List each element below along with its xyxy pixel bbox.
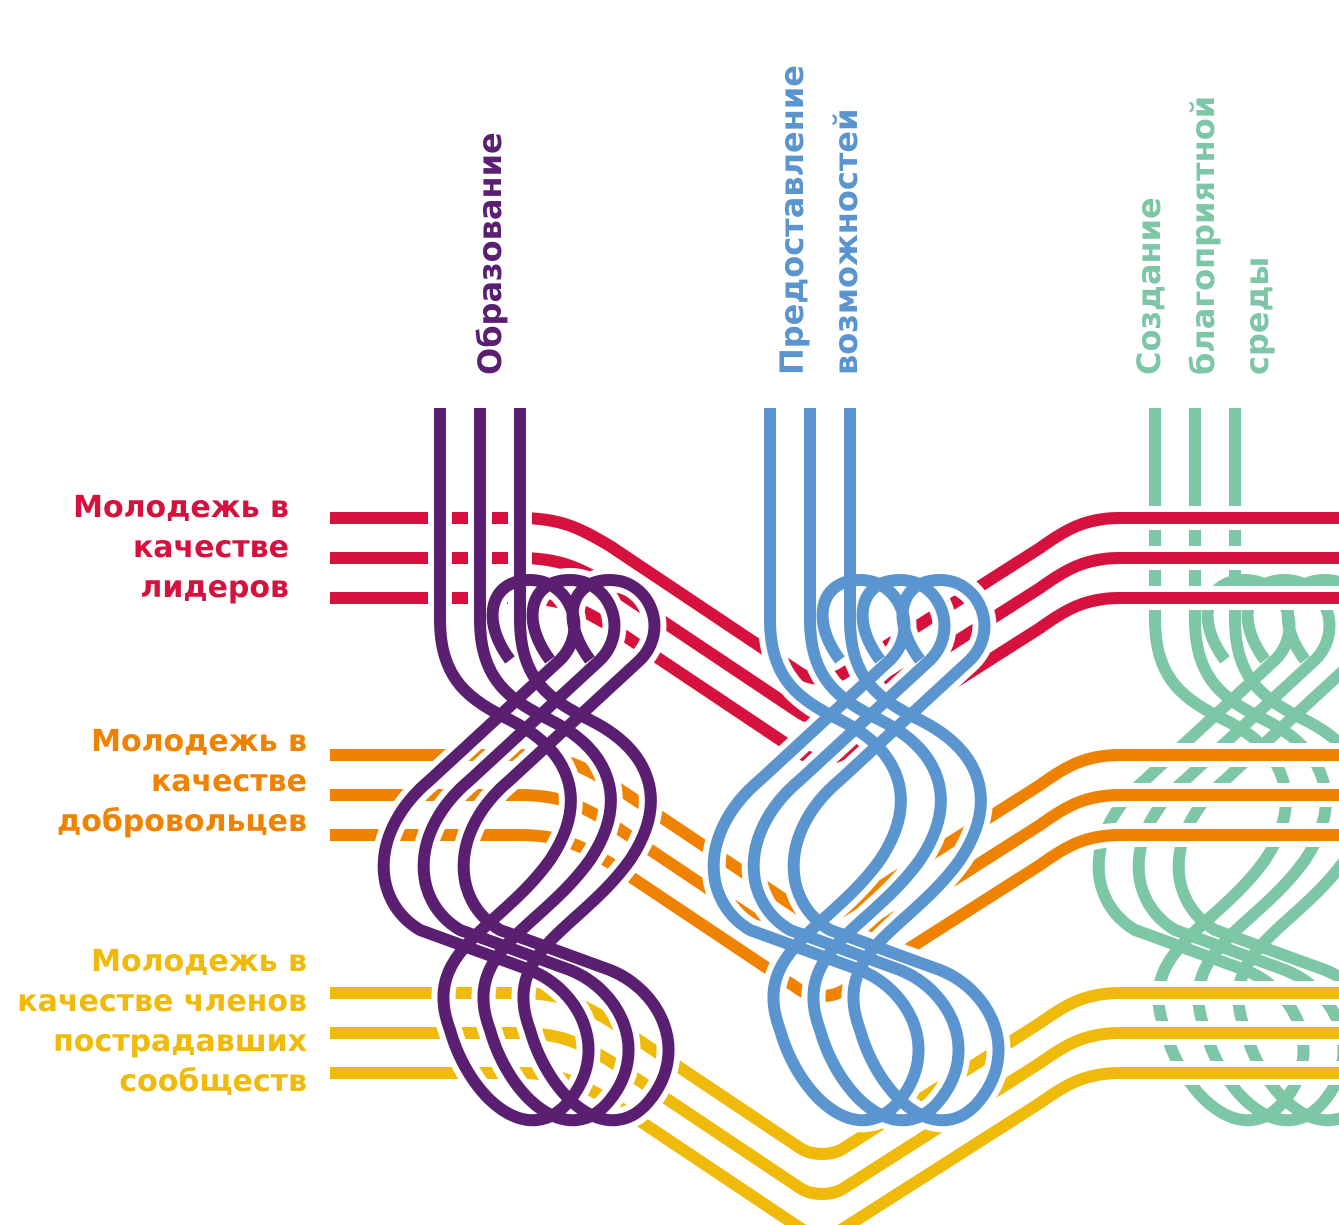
row-band-communities-strand-2 — [330, 1027, 1339, 1200]
row-label-line: лидеров — [140, 570, 289, 605]
column-label-opportunities: Предоставление возможностей — [765, 65, 873, 375]
row-label-line: качестве — [150, 764, 307, 799]
row-label-line: пострадавших — [53, 1024, 307, 1059]
column-label-line: возможностей — [827, 108, 865, 375]
row-label-line: Молодежь в — [91, 944, 307, 979]
column-label-line: Предоставление — [773, 65, 811, 375]
row-label-line: добровольцев — [57, 804, 307, 839]
column-band-education-strand-3 — [457, 408, 675, 1127]
column-label-education: Образование — [463, 132, 517, 375]
column-label-environment: Создание благоприятной среды — [1122, 96, 1284, 375]
column-label-line: благоприятной — [1184, 95, 1222, 375]
row-label-line: качестве — [132, 530, 289, 565]
row-label-line: сообществ — [119, 1064, 307, 1099]
row-label-communities: Молодежь в качестве членов пострадавших … — [17, 942, 307, 1102]
row-label-line: Молодежь в — [91, 724, 307, 759]
column-band-education-strand-2 — [417, 408, 635, 1127]
row-label-line: Молодежь в — [73, 490, 289, 525]
column-band-opportunities-strand-2 — [747, 408, 965, 1127]
column-band-opportunities-strand-3 — [787, 408, 1005, 1127]
row-label-leaders: Молодежь в качестве лидеров — [73, 488, 289, 608]
row-label-line: качестве членов — [17, 984, 307, 1019]
column-label-line: Образование — [471, 132, 509, 375]
row-label-volunteers: Молодежь в качестве добровольцев — [57, 722, 307, 842]
column-label-line: среды — [1238, 256, 1276, 375]
column-label-line: Создание — [1130, 197, 1168, 375]
column-band-opportunities — [701, 408, 1011, 1133]
column-band-education — [371, 408, 681, 1133]
